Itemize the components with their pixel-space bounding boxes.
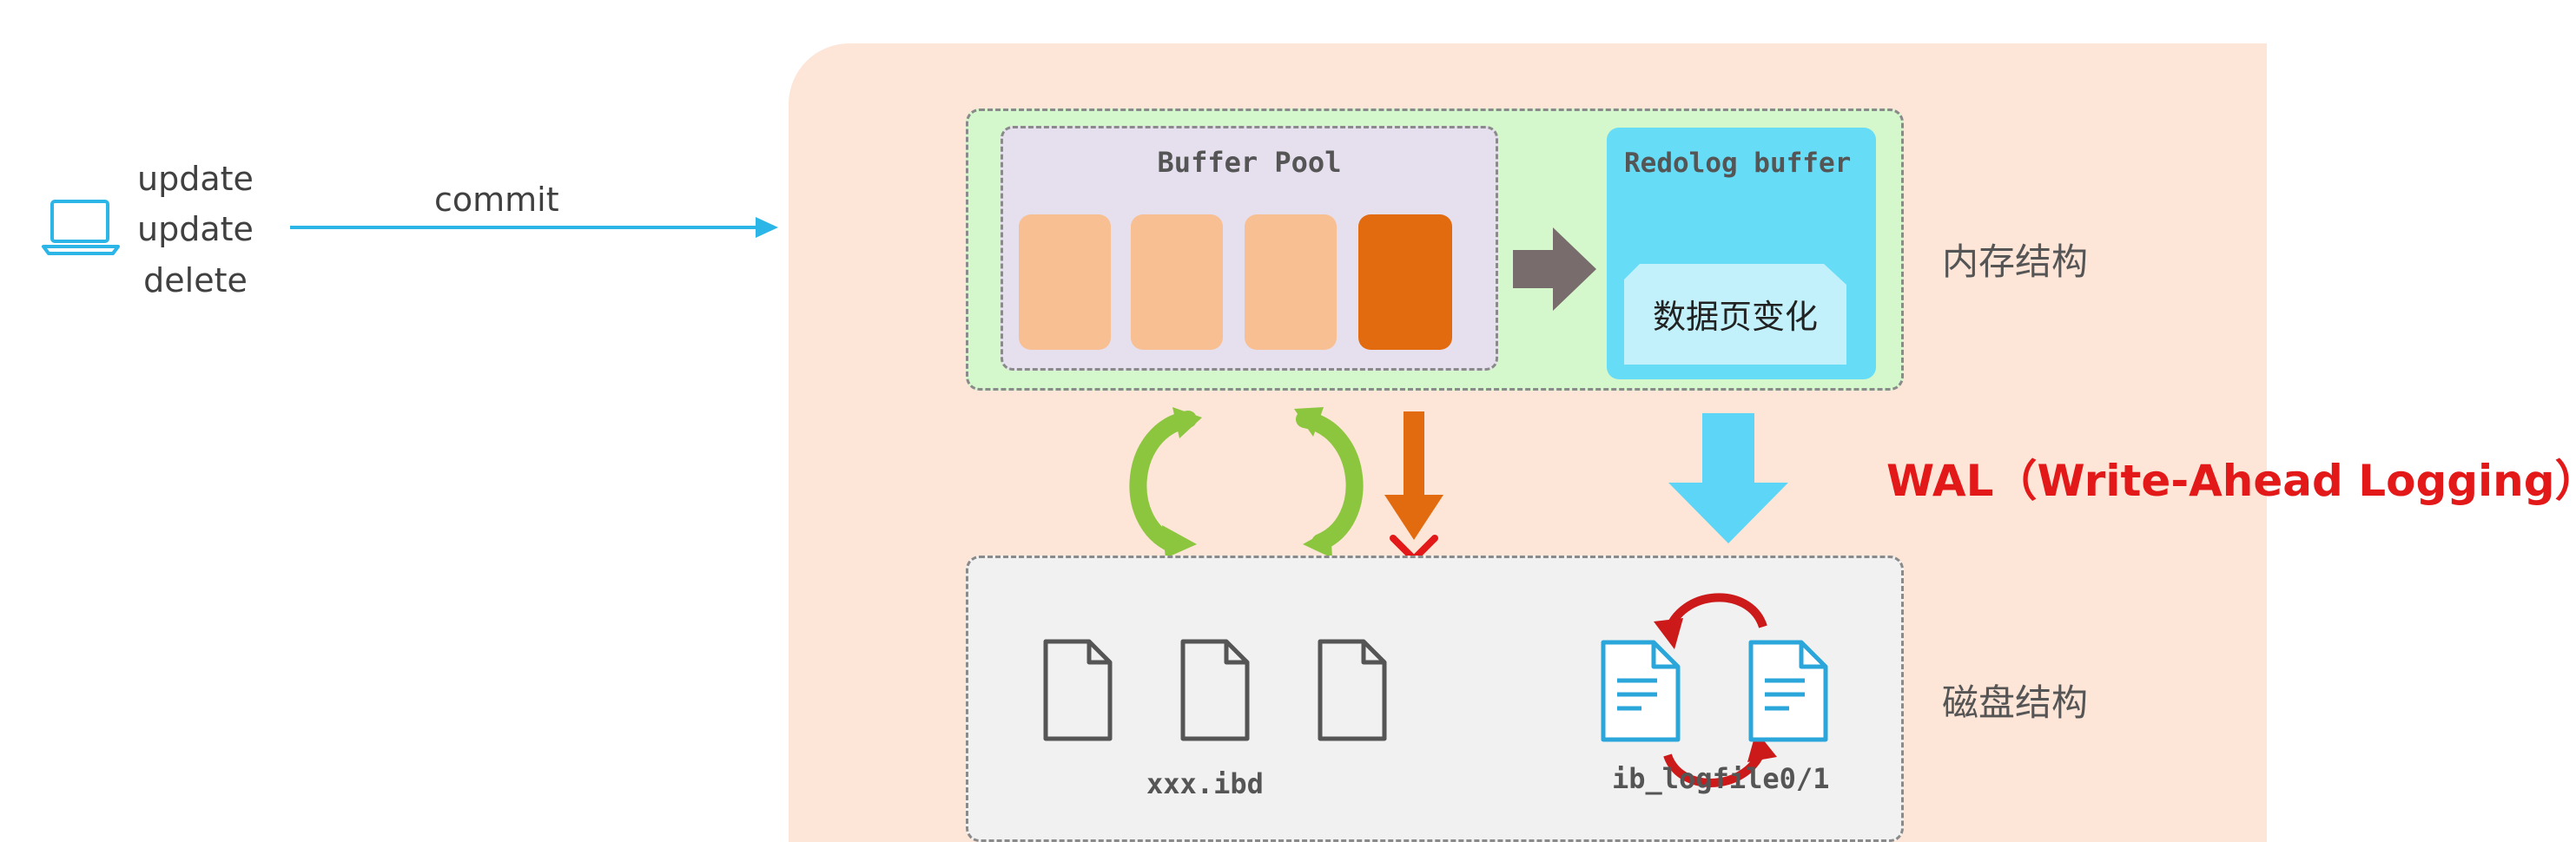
buffer-pool-title: Buffer Pool [1157,146,1342,179]
flush-to-redolog-arrow [1513,227,1596,311]
memory-structure-label: 内存结构 [1942,240,2089,283]
commit-label: commit [434,181,559,219]
sync-green-arrow-icon [1294,407,1364,556]
file-icon [1043,639,1113,741]
redolog-content: 数据页变化 [1652,298,1818,336]
redolog-entry-shape [1624,264,1846,365]
file-icon [1318,639,1387,741]
redolog-buffer-title: Redolog buffer [1624,148,1852,179]
operation-update-2: update [137,210,254,248]
data-page-clean [1245,214,1337,350]
document-icon [1748,640,1828,742]
laptop-icon [42,200,120,255]
data-file-label: xxx.ibd [1146,767,1264,800]
sync-green-arrow-icon [1129,407,1202,556]
operation-delete: delete [143,261,248,299]
wal-label: WAL（Write-Ahead Logging） [1886,456,2576,506]
data-page-clean [1131,214,1223,350]
log-rotation-red-arrows [1654,593,1777,787]
disk-structure-label: 磁盘结构 [1942,681,2089,724]
data-page-dirty [1358,214,1452,350]
commit-arrow [290,217,778,238]
file-icon [1180,639,1250,741]
document-icon [1601,640,1681,742]
data-page-clean [1019,214,1111,350]
operation-update-1: update [137,160,254,198]
log-file-label: ib_logfile0/1 [1612,762,1830,795]
redolog-flush-cyan-arrow [1668,413,1788,543]
direct-flush-orange-arrow [1384,411,1443,540]
